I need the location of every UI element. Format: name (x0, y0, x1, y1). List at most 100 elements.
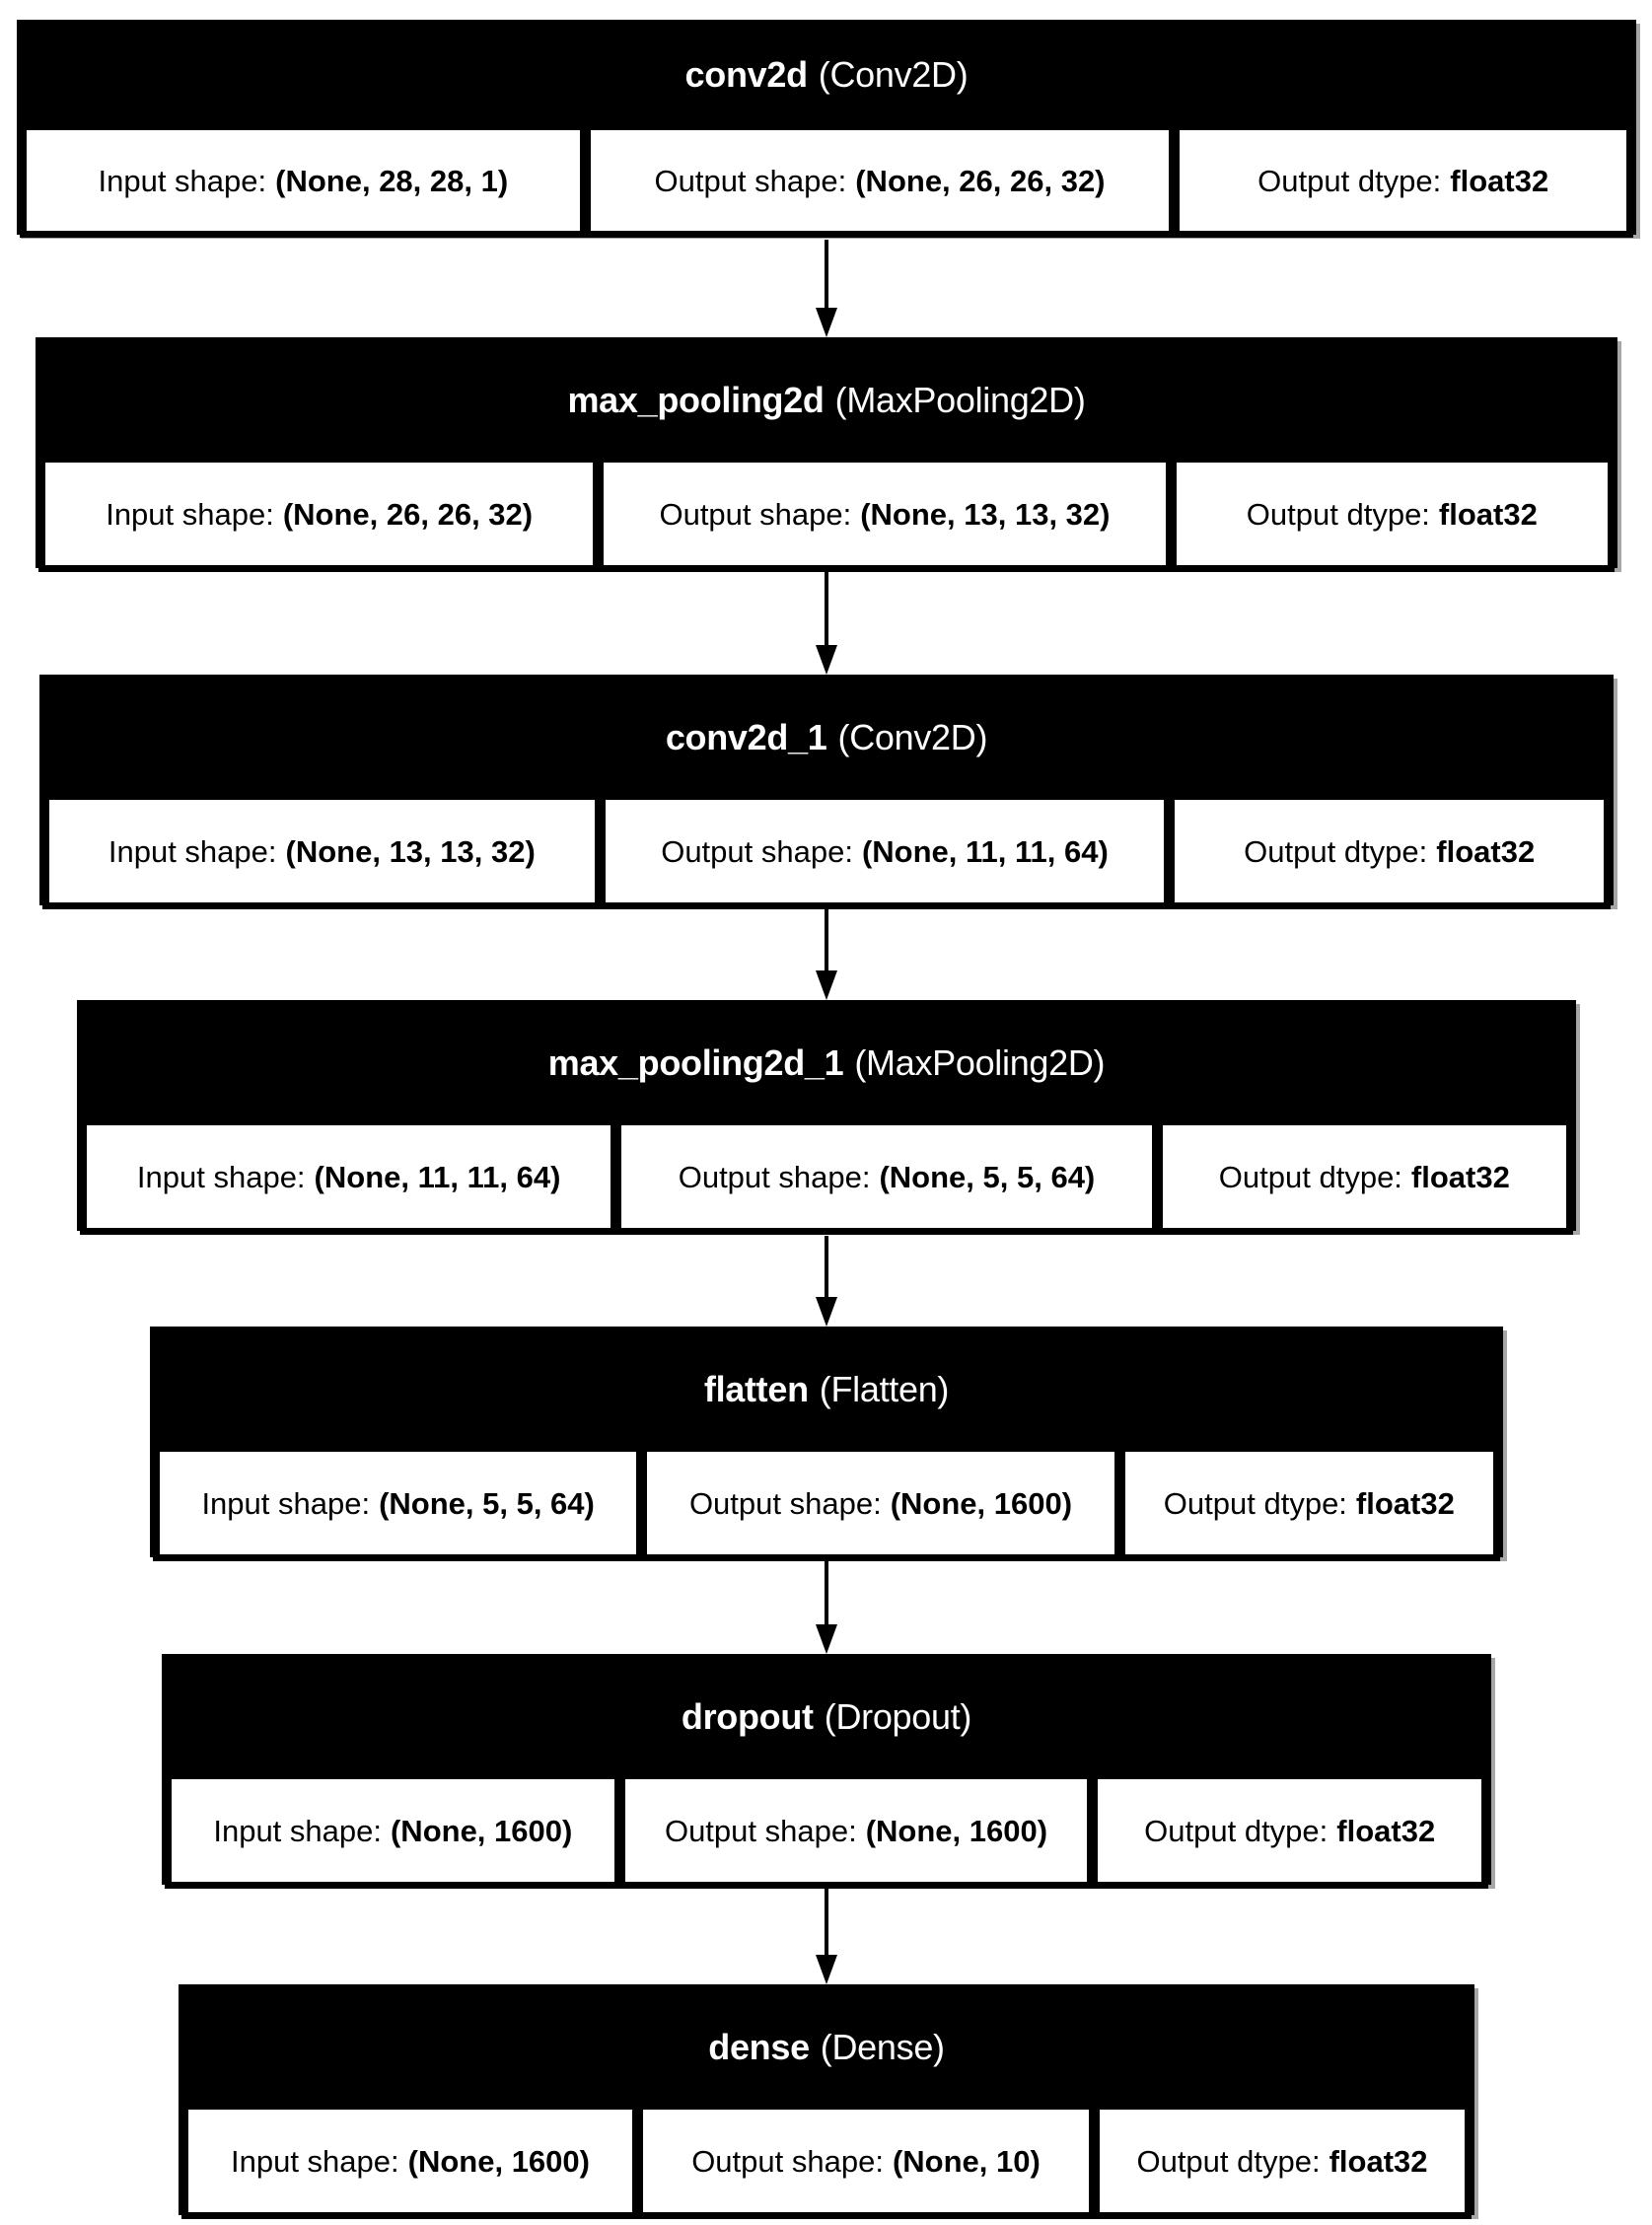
layer-title-bar: max_pooling2d(MaxPooling2D) (38, 340, 1615, 460)
output-shape-cell-label: Output shape: (661, 833, 853, 869)
layer-title-bar: conv2d_1(Conv2D) (42, 678, 1611, 797)
input-shape-cell-value: (None, 11, 11, 64) (314, 1159, 561, 1194)
input-shape-cell-label: Input shape: (98, 163, 267, 198)
input-shape-cell-value: (None, 1600) (390, 1813, 573, 1848)
input-shape-cell-value: (None, 26, 26, 32) (282, 496, 534, 532)
edge-line (825, 1561, 828, 1626)
layer-name: dense (708, 2026, 810, 2067)
edge-line (825, 1889, 828, 1957)
layer-info-row: Input shape:(None, 13, 13, 32) Output sha… (42, 797, 1611, 909)
output-dtype-cell-label: Output dtype: (1246, 496, 1430, 532)
output-shape-cell-value: (None, 10) (892, 2143, 1041, 2179)
layer-title-bar: dropout(Dropout) (165, 1657, 1488, 1776)
output-shape-cell-label: Output shape: (659, 496, 852, 532)
input-shape-cell-label: Input shape: (213, 1813, 382, 1848)
layer-node-dropout[interactable]: dropout(Dropout)Input shape:(None, 1600)… (162, 1654, 1491, 1889)
output-dtype-cell-label: Output dtype: (1144, 1813, 1329, 1848)
output-dtype-cell-label: Output dtype: (1136, 2143, 1321, 2179)
input-shape-cell-value: (None, 13, 13, 32) (285, 833, 536, 869)
output-dtype-cell-value: float32 (1410, 1159, 1510, 1194)
layer-info-row: Input shape:(None, 11, 11, 64)Output sha… (80, 1122, 1573, 1235)
output-shape-cell-label: Output shape: (664, 1813, 857, 1848)
output-shape-cell: Output shape:(None, 26, 26, 32) (587, 127, 1173, 234)
layer-info-row: Input shape:(None, 5, 5, 64)Output shape… (153, 1449, 1500, 1561)
output-shape-cell-label: Output shape: (688, 1485, 882, 1521)
input-shape-cell: Input shape:(None, 1600) (185, 2107, 635, 2215)
layer-name: dropout (681, 1695, 814, 1737)
layer-title-bar: max_pooling2d_1(MaxPooling2D) (80, 1003, 1573, 1122)
edge-line (825, 572, 828, 647)
output-dtype-cell-value: float32 (1329, 2143, 1428, 2179)
input-shape-cell: Input shape:(None, 1600) (169, 1776, 617, 1885)
output-shape-cell: Output shape:(None, 11, 11, 64) (602, 797, 1168, 905)
output-dtype-cell: Output dtype:float32 (1172, 797, 1608, 905)
layer-node-max_pooling2d_1[interactable]: max_pooling2d_1(MaxPooling2D)Input shape… (77, 1000, 1576, 1235)
output-shape-cell-value: (None, 13, 13, 32) (860, 496, 1111, 532)
output-dtype-cell: Output dtype:float32 (1095, 1776, 1485, 1885)
input-shape-cell: Input shape:(None, 5, 5, 64) (157, 1449, 640, 1557)
layer-name: conv2d_1 (665, 716, 827, 757)
layer-name: flatten (703, 1368, 809, 1409)
layer-title-bar: flatten(Flatten) (153, 1329, 1500, 1449)
layer-title-bar: dense(Dense) (181, 1987, 1472, 2107)
input-shape-cell-value: (None, 28, 28, 1) (275, 163, 509, 198)
input-shape-cell-label: Input shape: (136, 1159, 306, 1194)
layer-node-conv2d[interactable]: conv2d(Conv2D)Input shape:(None, 28, 28,… (17, 20, 1636, 238)
output-shape-cell-label: Output shape: (691, 2143, 884, 2179)
output-dtype-cell: Output dtype:float32 (1177, 127, 1630, 234)
edge-line (825, 240, 828, 310)
output-dtype-cell: Output dtype:float32 (1173, 460, 1611, 568)
output-shape-cell: Output shape:(None, 1600) (644, 1449, 1117, 1557)
output-dtype-cell: Output dtype:float32 (1097, 2107, 1468, 2215)
layer-class-name: (Conv2D) (837, 716, 988, 757)
output-shape-cell-value: (None, 11, 11, 64) (861, 833, 1109, 869)
output-dtype-cell: Output dtype:float32 (1121, 1449, 1496, 1557)
output-dtype-cell-value: float32 (1336, 1813, 1436, 1848)
arrowhead-icon (816, 1297, 837, 1327)
arrowhead-icon (816, 308, 837, 337)
input-shape-cell: Input shape:(None, 11, 11, 64) (84, 1122, 614, 1231)
output-dtype-cell-label: Output dtype: (1163, 1485, 1347, 1521)
layer-class-name: (MaxPooling2D) (834, 379, 1086, 420)
output-shape-cell-value: (None, 1600) (890, 1485, 1073, 1521)
layer-class-name: (Dense) (820, 2026, 945, 2067)
output-dtype-cell-label: Output dtype: (1244, 833, 1428, 869)
layer-info-row: Input shape:(None, 26, 26, 32)Output sha… (38, 460, 1615, 572)
layer-info-row: Input shape:(None, 1600)Output shape:(No… (181, 2107, 1472, 2219)
layer-name: max_pooling2d (567, 379, 825, 420)
output-shape-cell: Output shape:(None, 13, 13, 32) (601, 460, 1169, 568)
output-shape-cell-value: (None, 26, 26, 32) (855, 163, 1106, 198)
layer-class-name: (Dropout) (824, 1695, 972, 1737)
output-dtype-cell-value: float32 (1436, 833, 1536, 869)
output-shape-cell-value: (None, 5, 5, 64) (879, 1159, 1096, 1194)
input-shape-cell-label: Input shape: (108, 833, 277, 869)
layer-class-name: (Conv2D) (818, 54, 969, 95)
layer-node-dense[interactable]: dense(Dense)Input shape:(None, 1600)Outp… (179, 1984, 1474, 2219)
layer-node-max_pooling2d[interactable]: max_pooling2d(MaxPooling2D)Input shape:(… (36, 337, 1617, 572)
layer-class-name: (MaxPooling2D) (854, 1041, 1106, 1083)
layer-name: conv2d (684, 54, 809, 95)
output-shape-cell-value: (None, 1600) (865, 1813, 1048, 1848)
output-shape-cell: Output shape:(None, 10) (640, 2107, 1092, 2215)
arrowhead-icon (816, 645, 837, 675)
output-dtype-cell-value: float32 (1355, 1485, 1455, 1521)
input-shape-cell: Input shape:(None, 26, 26, 32) (42, 460, 597, 568)
output-shape-cell-label: Output shape: (678, 1159, 871, 1194)
input-shape-cell-value: (None, 5, 5, 64) (379, 1485, 595, 1521)
edge-line (825, 909, 828, 972)
output-shape-cell: Output shape:(None, 1600) (621, 1776, 1091, 1885)
layer-title-bar: conv2d(Conv2D) (20, 23, 1633, 127)
layer-node-conv2d_1[interactable]: conv2d_1(Conv2D)Input shape:(None, 13, 1… (39, 675, 1614, 909)
output-dtype-cell-value: float32 (1438, 496, 1538, 532)
layer-info-row: Input shape:(None, 1600)Output shape:(No… (165, 1776, 1488, 1889)
layer-info-row: Input shape:(None, 28, 28, 1) Output shap… (20, 127, 1633, 238)
input-shape-cell-label: Input shape: (106, 496, 274, 532)
layer-class-name: (Flatten) (819, 1368, 950, 1409)
layer-node-flatten[interactable]: flatten(Flatten)Input shape:(None, 5, 5,… (150, 1327, 1503, 1561)
edge-line (825, 1236, 828, 1299)
output-shape-cell: Output shape:(None, 5, 5, 64) (618, 1122, 1155, 1231)
output-dtype-cell-value: float32 (1450, 163, 1549, 198)
arrowhead-icon (816, 1955, 837, 1984)
arrowhead-icon (816, 1624, 837, 1654)
